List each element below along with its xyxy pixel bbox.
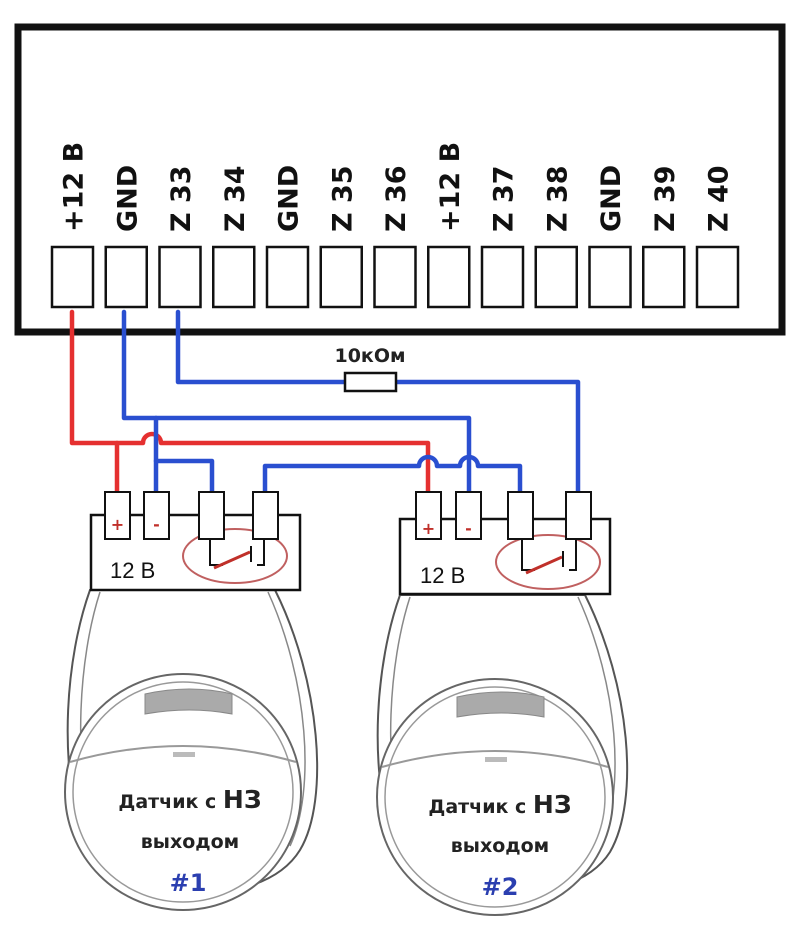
sensor-1-minus-label: - [153,515,160,534]
power-wire [69,309,431,495]
loop-wire-s1-contact1 [153,458,215,495]
sensor-2-pin-contact-2 [565,491,592,540]
sensor-2-number: #2 [482,873,519,901]
sensor-2-title-prefix: Датчик с [428,796,533,818]
sensor-1-contact-highlight [182,528,288,584]
sensor-1-title-line2: выходом [141,831,239,853]
terminal-box [588,245,632,309]
terminal-box [642,245,686,309]
terminal-label: Z 36 [381,165,412,232]
terminal-label: +12 В [59,142,90,232]
sensor-2-lens [376,678,614,916]
sensor-2-voltage: 12 В [420,563,465,588]
resistor-body [343,371,398,393]
terminal-label: GND [112,165,143,232]
terminal-label: GND [596,165,627,232]
terminal-label: Z 40 [704,165,735,232]
svg-text:Датчик с НЗ: Датчик с НЗ [428,790,571,819]
sensor-2-pin-contact-1 [507,491,534,540]
sensor-1-plus-label: + [111,515,124,534]
sensor-1-voltage: 12 В [110,558,155,583]
resistor-label: 10кОм [334,345,405,367]
wiring [69,309,581,495]
sensor-2-minus-label: - [465,519,472,538]
sensor-2-window-icon [456,691,545,718]
sensor-2-plus-label: + [422,519,435,538]
resistor-10k: 10кОм [334,345,406,393]
sensor-1-pin-contact-1 [198,491,225,540]
sensor-2-pin-plus [415,491,442,540]
terminal-box [373,245,417,309]
sensor-2-pin-minus [455,491,482,540]
terminal-label: Z 33 [166,165,197,232]
sensor-1-pin-contact-2 [252,491,279,540]
sensor-2-contact-highlight [495,534,601,590]
sensor-2-relay-contact [525,555,563,575]
terminal-label: Z 39 [650,165,681,232]
loop-wire-s1-to-s2 [262,454,523,495]
sensor-1-title-prefix: Датчик с [118,791,223,813]
terminal-box [104,245,148,309]
sensor-1: Датчик с НЗ выходом #1 12 В + - [64,491,319,911]
terminal-box [265,245,310,309]
svg-text:Датчик с НЗ: Датчик с НЗ [118,785,261,814]
terminal-box [427,245,471,309]
sensor-2: Датчик с НЗ выходом #2 12 В + - [376,491,629,916]
sensor-2-title-nz: НЗ [533,790,572,819]
terminal-box [50,245,95,309]
sensor-1-window-icon [144,688,233,715]
zone-wire [175,309,581,495]
sensor-1-number: #1 [170,869,207,897]
terminal-label: +12 В [435,142,466,232]
terminal-box [480,245,525,309]
terminal-label: Z 38 [542,165,573,232]
sensor-2-title-line2: выходом [451,835,549,857]
terminal-box [212,245,256,309]
control-panel: +12 В GND Z 33 Z 34 GND Z 35 Z 36 +12 В Z 37 Z 38… [14,23,786,336]
terminal-label: Z 34 [220,165,251,232]
sensor-1-pin-minus [143,491,170,540]
terminal-box [158,245,202,309]
sensor-1-relay-contact [213,550,251,570]
terminal-box [695,245,740,309]
sensor-1-pin-plus [104,491,131,540]
terminal-label: GND [274,165,305,232]
terminal-label: Z 35 [327,165,358,232]
sensor-1-lens [64,673,302,911]
terminal-box [319,245,363,309]
sensor-1-title-nz: НЗ [223,785,262,814]
sensor-2-terminal-block [398,517,612,596]
terminal-label: Z 37 [489,165,520,232]
terminal-box [534,245,578,309]
